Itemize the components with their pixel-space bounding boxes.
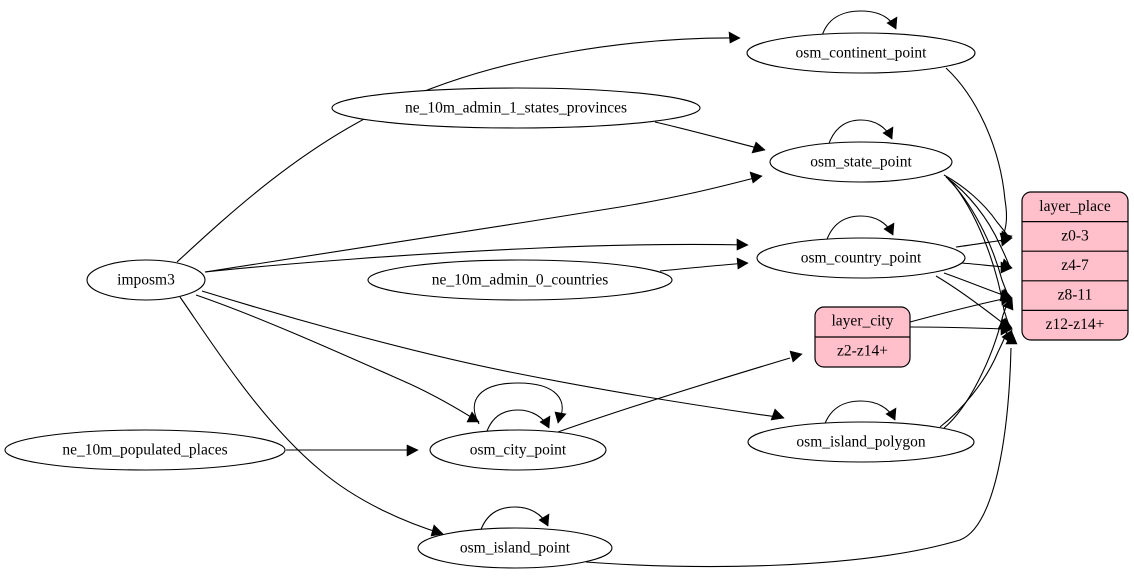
edge-imposm3-to-osm-country-point bbox=[204, 238, 749, 273]
node-osm-continent-point[interactable]: osm_continent_point bbox=[746, 32, 976, 74]
edge-layer-city-to-layer-place-z12-z14 bbox=[909, 323, 1013, 336]
edge-imposm3-to-osm-island-polygon bbox=[201, 290, 785, 421]
edge-self-loop-osm-continent-point bbox=[821, 10, 898, 37]
node-ne-10m-admin-1-states-provinces[interactable]: ne_10m_admin_1_states_provinces bbox=[331, 87, 701, 129]
node-osm-island-point[interactable]: osm_island_point bbox=[417, 527, 613, 569]
edge-osm-continent-point-to-layer-place-z0-3 bbox=[945, 67, 1013, 245]
edge-self-loop-osm-country-point bbox=[825, 215, 895, 243]
record-node-layer-city[interactable]: layer_city z2-z14+ bbox=[814, 306, 911, 368]
edge-outer-arc-osm-city-point bbox=[473, 382, 567, 425]
node-ne-10m-populated-places[interactable]: ne_10m_populated_places bbox=[4, 429, 286, 471]
edge-osm-island-point-to-layer-place-z12-z14 bbox=[585, 331, 1018, 568]
edge-ne-states-to-osm-state-point bbox=[654, 121, 766, 154]
edge-osm-country-point-to-layer-place-z4-7 bbox=[960, 261, 1013, 274]
node-ne-10m-admin-0-countries[interactable]: ne_10m_admin_0_countries bbox=[367, 259, 673, 301]
node-osm-state-point[interactable]: osm_state_point bbox=[769, 141, 953, 183]
edge-self-loop-osm-state-point bbox=[827, 119, 894, 147]
edge-imposm3-to-osm-continent-point bbox=[176, 31, 741, 263]
edge-ne-populated-places-to-osm-city-point bbox=[286, 444, 419, 457]
node-layer: imposm3 ne_10m_admin_1_states_provinces … bbox=[4, 32, 976, 569]
edge-imposm3-to-osm-state-point bbox=[204, 171, 763, 273]
node-osm-island-polygon[interactable]: osm_island_polygon bbox=[747, 421, 975, 463]
node-osm-city-point[interactable]: osm_city_point bbox=[429, 429, 607, 471]
edge-osm-city-point-to-layer-city bbox=[557, 350, 803, 433]
edge-imposm3-to-osm-city-point bbox=[195, 294, 480, 423]
edge-layer bbox=[176, 10, 1018, 568]
edge-self-loop-osm-island-polygon bbox=[823, 400, 897, 427]
edge-imposm3-to-osm-island-point bbox=[179, 296, 444, 537]
record-node-layer-place[interactable]: layer_place z0-3 z4-7 z8-11 z12-z14+ bbox=[1021, 191, 1129, 341]
edge-self-loop-osm-island-point bbox=[479, 506, 550, 533]
edge-self-loop-osm-city-point bbox=[485, 409, 551, 435]
node-imposm3[interactable]: imposm3 bbox=[86, 259, 206, 301]
edge-ne-countries-to-osm-country-point bbox=[659, 257, 749, 272]
node-osm-country-point[interactable]: osm_country_point bbox=[756, 237, 966, 279]
edge-osm-island-polygon-to-layer-place-z12-z14 bbox=[939, 329, 1013, 428]
edge-osm-country-point-to-layer-place-z0-3 bbox=[955, 234, 1013, 248]
edge-osm-island-polygon-to-layer-place-z8-11 bbox=[943, 297, 1014, 429]
